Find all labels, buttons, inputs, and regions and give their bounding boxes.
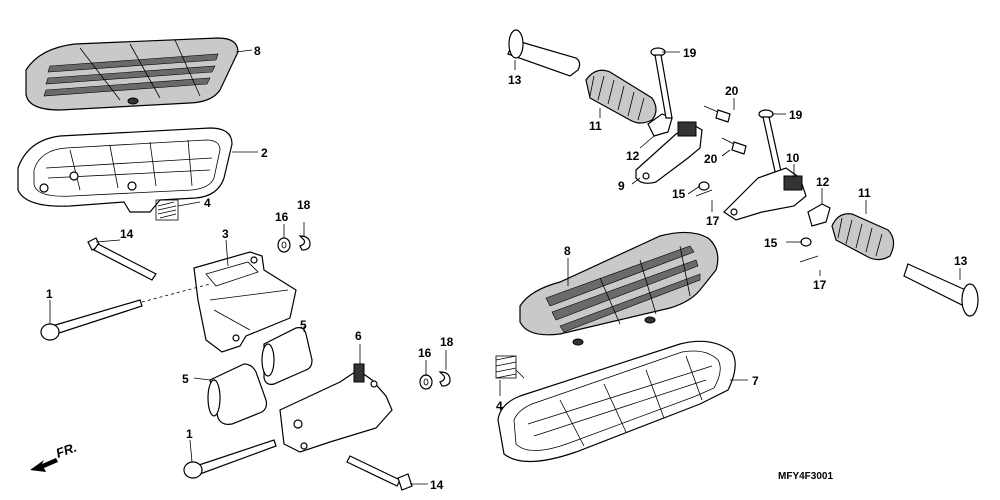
part-17-cotter-pin-upper bbox=[695, 189, 713, 197]
part-15-washer-upper bbox=[698, 181, 710, 191]
callout-8-right: 8 bbox=[564, 244, 571, 258]
part-5-collar-lower bbox=[207, 363, 268, 425]
part-17-cotter-pin-lower bbox=[799, 255, 819, 263]
leader-lines bbox=[49, 49, 961, 485]
part-14-bolt-upper bbox=[87, 237, 157, 281]
callout-13-lower: 13 bbox=[954, 254, 968, 268]
callout-11-upper: 11 bbox=[589, 119, 602, 133]
part-1-pin-upper bbox=[40, 283, 211, 341]
part-9-footpeg-bracket bbox=[635, 121, 703, 184]
callout-1-lower: 1 bbox=[186, 427, 193, 441]
callout-9: 9 bbox=[618, 179, 625, 193]
diagram-code: MFY4F3001 bbox=[778, 471, 833, 482]
callout-14-upper: 14 bbox=[120, 227, 134, 241]
part-3-bracket bbox=[193, 251, 297, 353]
callout-3: 3 bbox=[222, 227, 229, 241]
callout-1-upper: 1 bbox=[46, 287, 53, 301]
callout-18-upper: 18 bbox=[297, 198, 311, 212]
callout-17-lower: 17 bbox=[813, 278, 827, 292]
callout-7: 7 bbox=[752, 374, 759, 388]
callout-17-upper: 17 bbox=[706, 214, 720, 228]
part-11-footpeg-rubber-lower bbox=[831, 213, 895, 261]
part-20-bolt-lower bbox=[721, 137, 747, 155]
part-7-floorboard-frame-right bbox=[497, 340, 736, 463]
callout-18-lower: 18 bbox=[440, 335, 454, 349]
callout-11-lower: 11 bbox=[858, 186, 871, 200]
part-14-bolt-lower bbox=[346, 455, 413, 491]
callout-16-upper: 16 bbox=[275, 210, 289, 224]
part-8-floorboard-rubber-left bbox=[25, 37, 239, 111]
part-10-footpeg-bracket bbox=[723, 167, 807, 221]
part-1-pin-lower bbox=[183, 439, 277, 479]
part-12-washer-upper bbox=[647, 113, 673, 137]
part-18-clip-upper bbox=[298, 235, 311, 251]
callout-5-upper: 5 bbox=[300, 318, 307, 332]
callout-12-upper: 12 bbox=[626, 149, 640, 163]
front-indicator-label: FR. bbox=[54, 440, 79, 461]
part-6-pivot-plate bbox=[279, 363, 393, 453]
callout-20-lower: 20 bbox=[704, 152, 718, 166]
callout-20-upper: 20 bbox=[725, 84, 739, 98]
part-16-washer-lower bbox=[419, 374, 433, 390]
callout-10: 10 bbox=[786, 151, 800, 165]
callout-2: 2 bbox=[261, 146, 268, 160]
callout-19-upper: 19 bbox=[683, 46, 697, 60]
part-2-floorboard-frame-left bbox=[17, 127, 233, 213]
callout-numbers: 8 2 4 3 14 16 18 1 5 5 6 16 18 1 14 13 1… bbox=[46, 44, 968, 492]
part-11-footpeg-rubber-upper bbox=[585, 69, 657, 124]
callout-8-upper-left: 8 bbox=[254, 44, 261, 58]
callout-13-upper: 13 bbox=[508, 73, 522, 87]
callout-4-left: 4 bbox=[204, 196, 211, 210]
part-18-clip-lower bbox=[438, 371, 451, 387]
callout-19-lower: 19 bbox=[789, 108, 803, 122]
callout-4-right: 4 bbox=[496, 399, 503, 413]
callout-6: 6 bbox=[355, 329, 362, 343]
part-4-spring-right bbox=[495, 355, 525, 379]
callout-15-upper: 15 bbox=[672, 187, 686, 201]
part-12-washer-lower bbox=[807, 203, 831, 227]
part-20-bolt-upper bbox=[703, 105, 731, 123]
part-4-spring-left bbox=[155, 199, 179, 221]
front-direction-arrow bbox=[30, 458, 58, 472]
part-8-floorboard-rubber-right bbox=[519, 231, 719, 346]
callout-5-lower: 5 bbox=[182, 372, 189, 386]
part-19-bolt-lower bbox=[758, 109, 783, 177]
part-19-bolt-upper bbox=[650, 47, 673, 119]
part-15-washer-lower bbox=[800, 237, 812, 247]
callout-16-lower: 16 bbox=[418, 346, 432, 360]
part-5-collar-upper bbox=[261, 327, 313, 385]
callout-12-lower: 12 bbox=[816, 175, 830, 189]
part-13-footpeg-pin-lower bbox=[903, 263, 979, 317]
part-16-washer-upper bbox=[277, 237, 291, 253]
callout-15-lower: 15 bbox=[764, 236, 778, 250]
callout-14-lower: 14 bbox=[430, 478, 444, 492]
part-13-footpeg-pin-upper bbox=[507, 29, 581, 77]
